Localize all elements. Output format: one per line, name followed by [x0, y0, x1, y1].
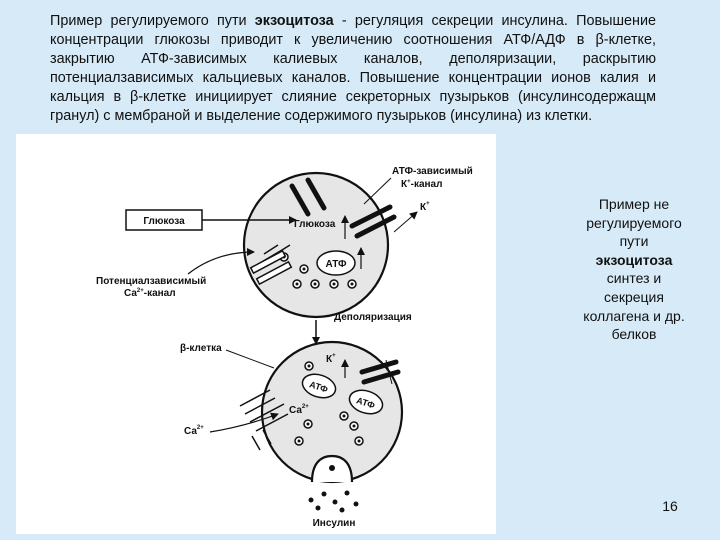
intro-text-part2: - регуляция секреции инсулина. Повышение…: [50, 13, 656, 124]
depolarization-label: Деполяризация: [334, 312, 412, 323]
k-channel-bar-upper: [349, 204, 393, 229]
side-note-line7: коллагена и др.: [583, 307, 685, 324]
page-number: 16: [662, 498, 678, 514]
side-note-bold-term: экзоцитоза: [595, 251, 673, 268]
side-note-line3: пути: [619, 233, 649, 250]
beta-cell-label: β-клетка: [180, 343, 222, 354]
released-insulin-dots: [308, 490, 359, 513]
k-bottom-label: К+: [326, 353, 336, 365]
intro-paragraph: Пример регулируемого пути экзоцитоза - р…: [50, 12, 656, 126]
ca-inside-sup: 2+: [302, 404, 309, 410]
k-bottom-text: К: [326, 354, 333, 365]
ca-channel-label-line2: Са2+-канал: [124, 288, 176, 299]
ca-channel-ca-sup: 2+: [137, 288, 144, 294]
atp-channel-suffix: -канал: [411, 179, 443, 190]
atp-channel-pointer: [363, 177, 392, 205]
beta-cell-pointer: [225, 349, 275, 369]
intro-bold-term: экзоцитоза: [254, 13, 334, 29]
side-note-line1: Пример не: [598, 196, 670, 212]
k-top-sup: +: [426, 201, 430, 207]
atp-channel-label-line2: К+-канал: [401, 179, 442, 190]
glucose-inside-label: Глюкоза: [294, 219, 336, 230]
ca-channel-ca: Са: [124, 288, 137, 299]
ca-influx-arrow: [209, 412, 279, 433]
intro-text-part1: Пример регулируемого пути: [50, 13, 255, 29]
atp-oval-bottom-right: АТФ: [348, 389, 384, 415]
glucose-transporter-bar-right: [305, 177, 327, 211]
atp-channel-k: К: [401, 179, 408, 190]
k-bottom-sup: +: [332, 353, 336, 359]
glucose-box-label: Глюкоза: [143, 216, 185, 227]
closed-k-channel-bar-upper: [359, 359, 399, 375]
side-note-line5: синтез и: [606, 270, 662, 287]
ca-channel-pointer: [187, 248, 255, 275]
bottom-cell-granules: [294, 361, 364, 446]
ca-outside-sup: 2+: [197, 425, 204, 431]
ca-channel-bottom: [239, 389, 289, 451]
ca-channel-top: [249, 244, 293, 286]
k-top-label: К+: [420, 201, 430, 213]
ca-channel-label-line1: Потенциалзависимый: [96, 276, 206, 287]
atp-channel-k-sup: +: [407, 179, 411, 185]
k-efflux-arrow: [393, 211, 418, 233]
k-top-text: К: [420, 202, 427, 213]
atp-oval-top: [316, 250, 356, 276]
side-note-line2: регулируемого: [586, 214, 682, 231]
ca-inside-label: Са2+: [289, 404, 309, 416]
closed-k-channel-bar-lower: [361, 369, 401, 385]
atp-oval-bottom-left: АТФ: [301, 373, 337, 399]
side-note: Пример не регулируемого пути экзоцитоза …: [568, 195, 700, 344]
ca-channel-suffix: -канал: [144, 288, 176, 299]
insulin-secretion-figure: АТФ-зависимый К+-канал Глюкоза Глюкоза К…: [16, 134, 496, 534]
insulin-label: Инсулин: [313, 518, 356, 529]
glucose-transporter-bar-left: [289, 183, 311, 217]
ca-outside-label: Са2+: [184, 425, 204, 437]
k-channel-bar-lower: [354, 214, 397, 239]
atp-top-label: АТФ: [326, 259, 347, 270]
ca-inside-text: Са: [289, 405, 302, 416]
closed-k-channel-tick: [385, 359, 393, 385]
exocytosis-granule-core: [329, 465, 335, 471]
side-note-line6: секреция: [604, 288, 664, 305]
side-note-line8: белков: [611, 326, 657, 343]
atp-channel-label-line1: АТФ-зависимый: [392, 166, 473, 177]
ca-outside-text: Са: [184, 426, 197, 437]
insulin-secretion-diagram: АТФ-зависимый К+-канал Глюкоза Глюкоза К…: [96, 166, 473, 529]
